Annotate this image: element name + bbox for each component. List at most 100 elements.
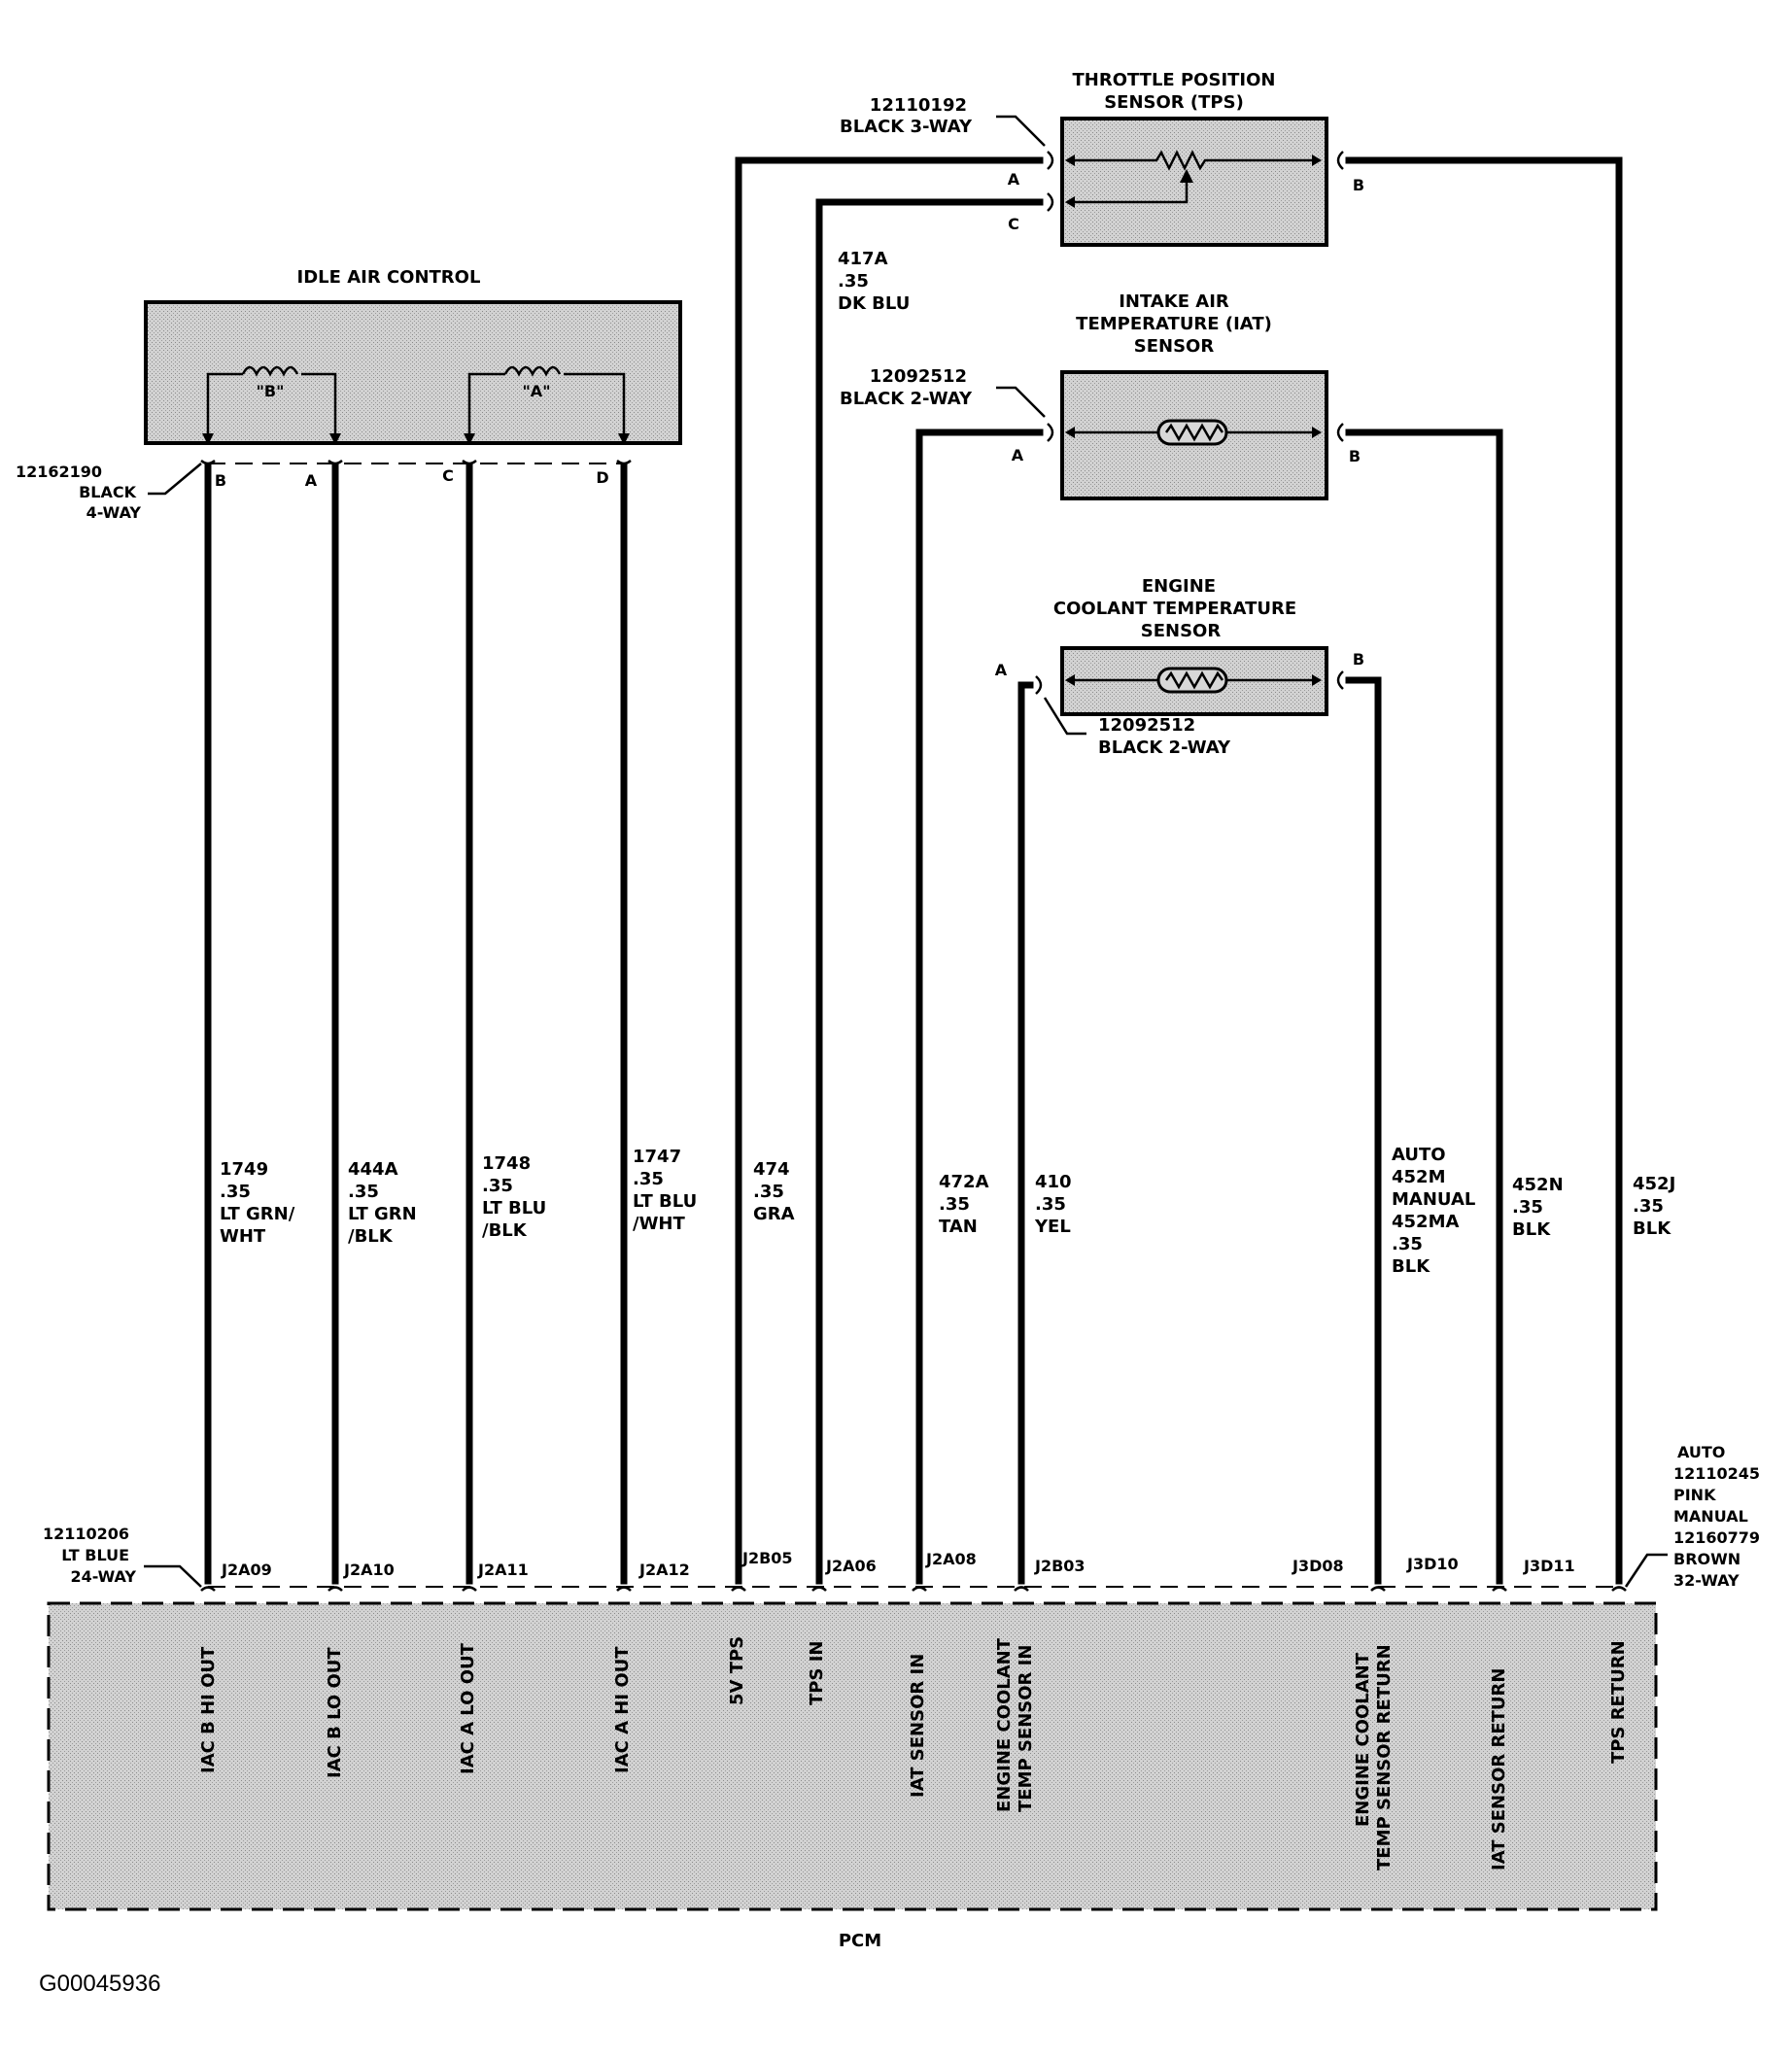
pcm-func-ect-in-line2: TEMP SENSOR IN <box>1016 1645 1036 1812</box>
iac-connector-ways: 4-WAY <box>86 503 142 522</box>
svg-text:410: 410 <box>1035 1172 1072 1192</box>
iat-connector-part: 12092512 <box>870 366 967 387</box>
pcm-func-iat-ret: IAT SENSOR RETURN <box>1489 1668 1509 1870</box>
svg-text:.35: .35 <box>939 1194 970 1215</box>
svg-text:LT GRN: LT GRN <box>348 1204 417 1224</box>
svg-text:.35: .35 <box>1633 1196 1664 1217</box>
svg-text:BLK: BLK <box>1633 1218 1671 1239</box>
iat-title-line2: TEMPERATURE (IAT) <box>1076 314 1272 334</box>
pcm-right-connector-auto: AUTO <box>1677 1443 1725 1461</box>
iat-box <box>1060 370 1328 500</box>
iat-connector-desc: BLACK 2-WAY <box>840 389 973 409</box>
svg-text:.35: .35 <box>1035 1194 1066 1215</box>
svg-text:LT BLU: LT BLU <box>633 1191 697 1212</box>
label-474: 474 .35 GRA <box>753 1159 795 1224</box>
wire-474 <box>735 156 1044 1585</box>
ect-thermistor-icon <box>1065 667 1322 694</box>
tps-pin-b: B <box>1353 176 1364 194</box>
pcm-pin-j2a08: J2A08 <box>925 1550 977 1568</box>
svg-text:.35: .35 <box>838 271 869 292</box>
iac-pin-b: B <box>215 471 226 490</box>
wire-417a <box>815 198 1044 1585</box>
pcm-func-iac-b-hi: IAC B HI OUT <box>198 1646 219 1773</box>
coil-a-label: "A" <box>522 382 550 400</box>
svg-text:.35: .35 <box>1512 1197 1543 1218</box>
pcm-pin-j2a09: J2A09 <box>221 1561 272 1579</box>
iat-pin-a: A <box>1012 446 1024 464</box>
svg-text:472A: 472A <box>939 1172 989 1192</box>
pcm-func-5v-tps: 5V TPS <box>727 1636 747 1705</box>
pcm-func-tps-ret: TPS RETURN <box>1608 1640 1629 1764</box>
iac-box <box>144 300 682 445</box>
pcm-left-connector-part: 12110206 <box>43 1525 129 1543</box>
svg-text:444A: 444A <box>348 1159 398 1180</box>
pcm-right-connector-leader <box>1624 1553 1668 1588</box>
coil-a-icon <box>464 365 630 445</box>
pcm-func-iac-a-lo: IAC A LO OUT <box>458 1642 478 1774</box>
svg-text:TAN: TAN <box>939 1217 978 1237</box>
pcm-right-connector-manual: MANUAL <box>1673 1507 1748 1526</box>
svg-text:/BLK: /BLK <box>348 1226 394 1247</box>
ect-component: ENGINE COOLANT TEMPERATURE SENSOR A B 12… <box>995 576 1364 758</box>
pcm-pin-j2a06: J2A06 <box>825 1557 877 1575</box>
svg-text:452MA: 452MA <box>1392 1212 1459 1232</box>
wire-452m <box>1345 676 1382 1585</box>
svg-text:WHT: WHT <box>220 1226 266 1247</box>
wires <box>200 151 1623 1585</box>
tps-pin-c: C <box>1008 215 1019 233</box>
coil-b-label: "B" <box>257 382 285 400</box>
terminal-marks <box>200 151 1344 695</box>
ect-connector-leader <box>1043 697 1086 736</box>
pcm-component: IAC B HI OUT IAC B LO OUT IAC A LO OUT I… <box>47 1601 1658 1951</box>
svg-text:.35: .35 <box>1392 1234 1423 1254</box>
pcm-right-connector-brown: BROWN <box>1673 1550 1740 1568</box>
pcm-right-connector-manual-part: 12160779 <box>1673 1528 1760 1547</box>
tps-connector-leader <box>996 115 1046 147</box>
svg-text:MANUAL: MANUAL <box>1392 1189 1475 1210</box>
pcm-pin-j2a11: J2A11 <box>477 1561 529 1579</box>
wire-labels: 1749 .35 LT GRN/ WHT 444A .35 LT GRN /BL… <box>220 249 1675 1277</box>
svg-text:452J: 452J <box>1633 1174 1675 1194</box>
pcm-func-tps-in: TPS IN <box>807 1641 827 1705</box>
pcm-pin-j2a10: J2A10 <box>343 1561 395 1579</box>
svg-text:1749: 1749 <box>220 1159 268 1180</box>
svg-text:417A: 417A <box>838 249 888 269</box>
pcm-pin-j3d08: J3D08 <box>1292 1557 1344 1575</box>
label-417a: 417A .35 DK BLU <box>838 249 910 314</box>
pcm-right-connector-ways: 32-WAY <box>1673 1571 1740 1590</box>
pcm-pin-j3d10: J3D10 <box>1406 1555 1459 1573</box>
label-1748: 1748 .35 LT BLU /BLK <box>482 1153 546 1241</box>
ect-pin-b: B <box>1353 650 1364 669</box>
svg-text:/WHT: /WHT <box>633 1214 685 1234</box>
ect-connector-part: 12092512 <box>1098 715 1195 736</box>
tps-component: THROTTLE POSITION SENSOR (TPS) 12110192 … <box>840 70 1364 247</box>
iat-title-line1: INTAKE AIR <box>1119 292 1229 312</box>
pcm-label: PCM <box>839 1931 881 1951</box>
svg-text:LT BLU: LT BLU <box>482 1198 546 1218</box>
ect-connector-desc: BLACK 2-WAY <box>1098 738 1231 758</box>
iac-title: IDLE AIR CONTROL <box>297 267 481 288</box>
pcm-func-iat-in: IAT SENSOR IN <box>908 1654 928 1798</box>
coil-b-icon <box>202 365 341 445</box>
thermistor-icon <box>1065 419 1322 446</box>
svg-text:.35: .35 <box>482 1176 513 1196</box>
svg-text:BLK: BLK <box>1512 1219 1551 1240</box>
iat-title-line3: SENSOR <box>1134 336 1215 357</box>
svg-text:.35: .35 <box>633 1169 664 1189</box>
svg-text:YEL: YEL <box>1034 1217 1071 1237</box>
pcm-func-iac-a-hi: IAC A HI OUT <box>612 1646 633 1773</box>
ect-title-line3: SENSOR <box>1141 621 1222 641</box>
label-472a: 472A .35 TAN <box>939 1172 989 1237</box>
tps-connector-part: 12110192 <box>870 95 967 116</box>
svg-text:1748: 1748 <box>482 1153 531 1174</box>
pcm-func-ect-in-line1: ENGINE COOLANT <box>994 1637 1015 1812</box>
svg-text:AUTO: AUTO <box>1392 1145 1446 1165</box>
tps-title-line2: SENSOR (TPS) <box>1104 92 1244 113</box>
wire-472a <box>915 429 1044 1585</box>
pcm-connector: 12110206 LT BLUE 24-WAY AUTO 12110245 PI… <box>43 1443 1760 1592</box>
svg-text:LT GRN/: LT GRN/ <box>220 1204 295 1224</box>
iac-pin-d: D <box>596 468 608 487</box>
label-410: 410 .35 YEL <box>1034 1172 1072 1237</box>
tps-title-line1: THROTTLE POSITION <box>1072 70 1275 90</box>
pcm-pin-j2b03: J2B03 <box>1034 1557 1086 1575</box>
